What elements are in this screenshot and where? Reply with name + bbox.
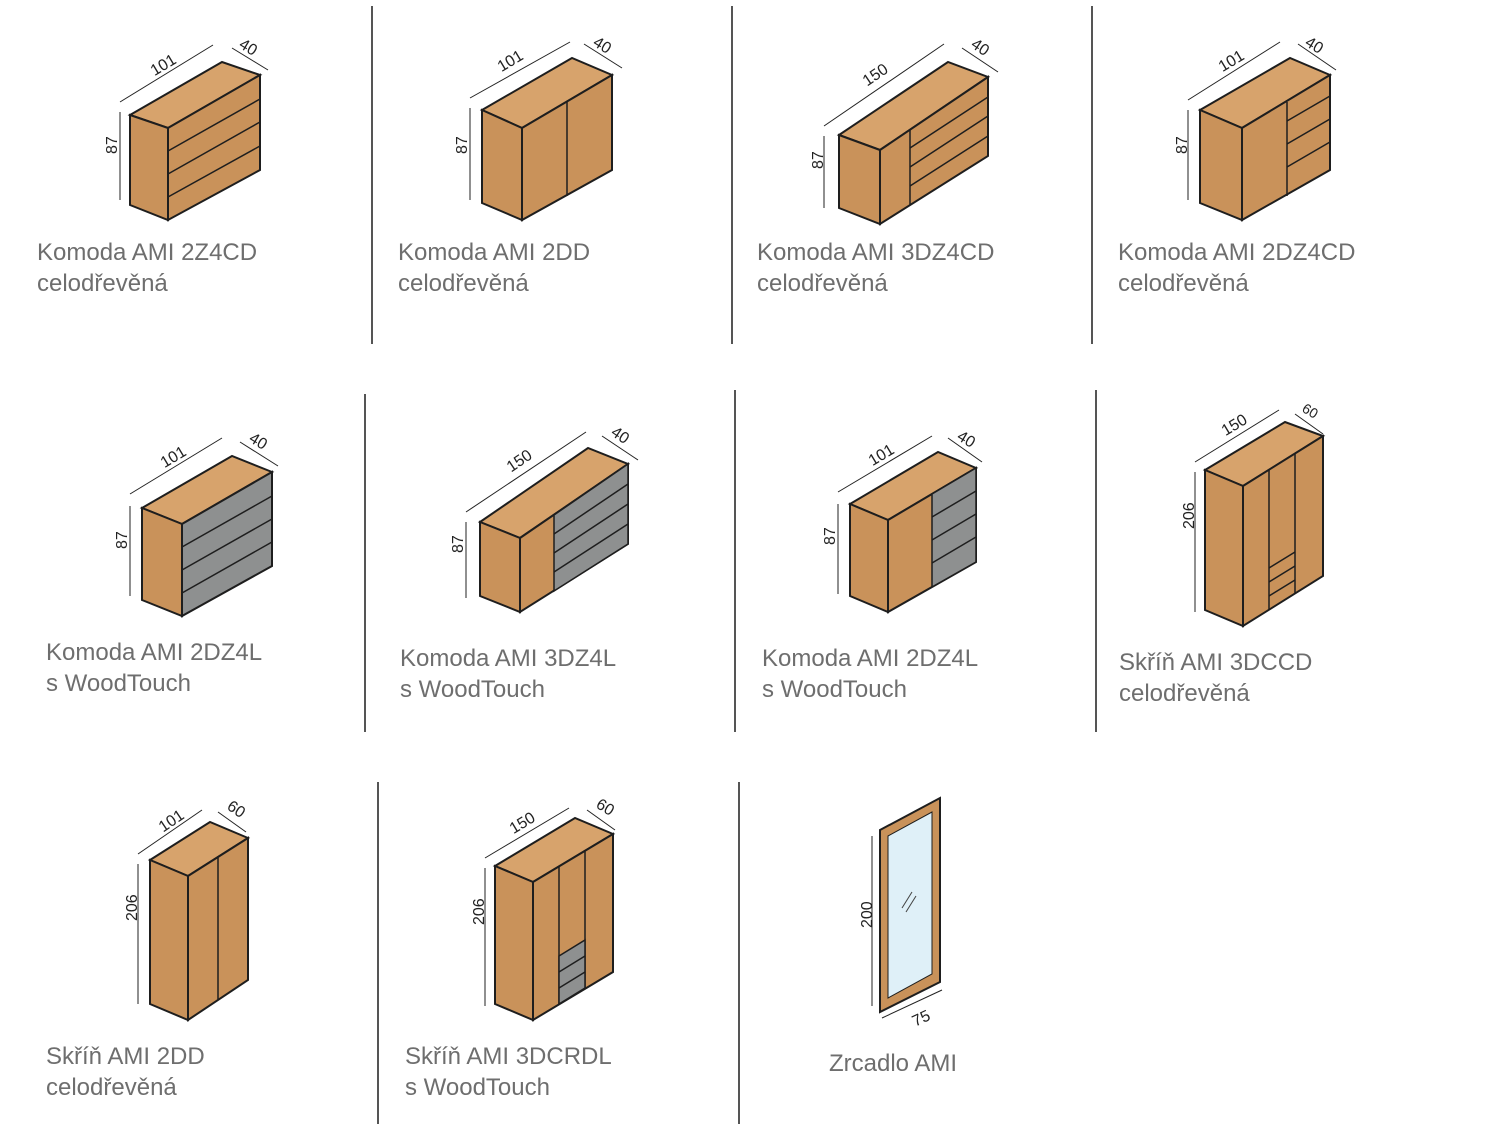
depth-dim: 40 (968, 36, 992, 60)
height-dim: 206 (1181, 502, 1198, 529)
column-divider (738, 782, 740, 1124)
column-divider (734, 390, 736, 732)
column-divider (364, 394, 366, 732)
depth-dim: 40 (608, 424, 632, 448)
column-divider (1091, 6, 1093, 344)
width-dim: 150 (507, 809, 539, 837)
column-divider (1095, 390, 1097, 732)
dresser-2dd-drawing: 101 40 87 (454, 34, 623, 222)
width-dim: 150 (504, 447, 536, 476)
height-dim: 87 (1174, 136, 1191, 154)
dresser-2dz4l-drawing: 101 40 87 (114, 430, 279, 618)
height-dim: 87 (114, 531, 131, 549)
dresser-2dz4l-door-drawing: 101 40 87 (822, 428, 983, 614)
wardrobe-3dccd-drawing: 150 60 206 (1181, 400, 1326, 628)
height-dim: 87 (822, 527, 839, 545)
depth-dim: 40 (1302, 34, 1326, 58)
depth-dim: 40 (954, 428, 978, 452)
column-divider (731, 6, 733, 344)
dresser-3dz4l-drawing: 150 40 87 (450, 424, 639, 614)
width-dim: 75 (910, 1007, 933, 1030)
product-item: 200 75 Zrcadlo AMI (740, 780, 1100, 1124)
width-dim: 150 (860, 61, 892, 90)
depth-dim: 40 (236, 36, 260, 60)
product-name: Zrcadlo AMI (829, 1050, 958, 1077)
mirror-drawing: 200 75 (859, 796, 943, 1030)
column-divider (377, 782, 379, 1124)
width-dim: 101 (156, 807, 188, 836)
height-dim: 87 (810, 151, 827, 169)
depth-dim: 40 (590, 34, 614, 58)
width-dim: 101 (495, 47, 527, 75)
dresser-2z4cd-drawing: 101 40 87 (104, 36, 269, 222)
wardrobe-2dd-drawing: 101 60 206 (124, 798, 251, 1022)
width-dim: 150 (1219, 411, 1251, 439)
width-dim: 101 (1216, 47, 1248, 75)
wardrobe-3dcrdl-drawing: 150 60 206 (471, 796, 617, 1022)
depth-dim: 40 (246, 430, 270, 454)
height-dim: 206 (124, 894, 141, 921)
height-dim: 87 (454, 136, 471, 154)
depth-dim: 60 (593, 796, 617, 820)
height-dim: 87 (104, 136, 121, 154)
dresser-2dz4cd-drawing: 101 40 87 (1174, 34, 1337, 222)
height-dim: 206 (471, 898, 488, 925)
dresser-3dz4cd-drawing: 150 40 87 (810, 36, 999, 226)
height-dim: 200 (859, 901, 876, 928)
column-divider (371, 6, 373, 344)
depth-dim: 60 (1300, 400, 1322, 422)
height-dim: 87 (450, 535, 467, 553)
